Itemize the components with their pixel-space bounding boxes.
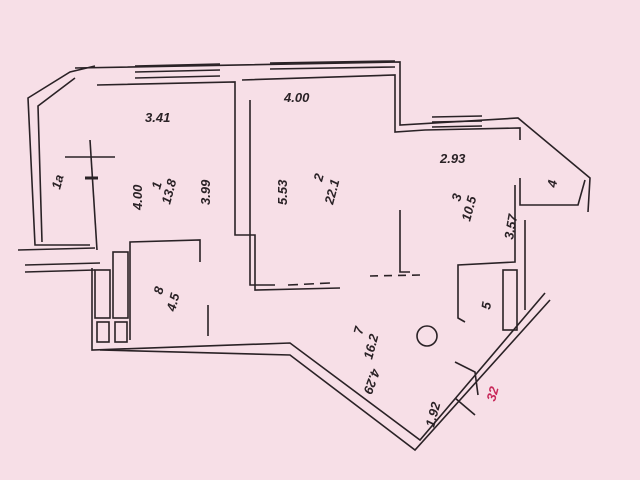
marker-label: 32 [483, 384, 501, 403]
room-8-area: 4.5 [163, 291, 183, 314]
room-7-area: 16.2 [360, 332, 381, 361]
room-3-width: 2.93 [439, 151, 466, 166]
room-8-number: 8 [150, 284, 167, 296]
room-1a-label: 1a [48, 173, 66, 191]
room-1-number: 1 [148, 180, 164, 191]
room-1-area: 13.8 [158, 177, 179, 206]
window [269, 60, 396, 70]
walls [17, 60, 591, 452]
column-marker [416, 325, 438, 347]
room-1-length-right: 3.99 [198, 179, 213, 205]
room-5-label: 5 [478, 300, 494, 310]
room-2-length: 5.53 [275, 179, 290, 205]
room-2-width: 4.00 [283, 90, 310, 105]
room-2-number: 2 [310, 171, 327, 184]
room-7-length: 4.29 [360, 366, 383, 397]
room-3-area: 10.5 [458, 194, 479, 223]
room-7-short: 1.92 [422, 400, 443, 429]
room-7-number: 7 [350, 324, 367, 336]
window [134, 63, 221, 79]
room-labels: 1a 3.41 1 13.8 4.00 3.99 4.00 5.53 2 22.… [48, 90, 560, 429]
window [431, 115, 483, 128]
room-1-length-left: 4.00 [130, 184, 145, 211]
room-3-number: 3 [448, 191, 465, 203]
room-3-length: 3.57 [501, 212, 520, 240]
room-4-label: 4 [544, 178, 560, 189]
room-2-area: 22.1 [321, 177, 342, 206]
room-1-width: 3.41 [145, 110, 170, 125]
